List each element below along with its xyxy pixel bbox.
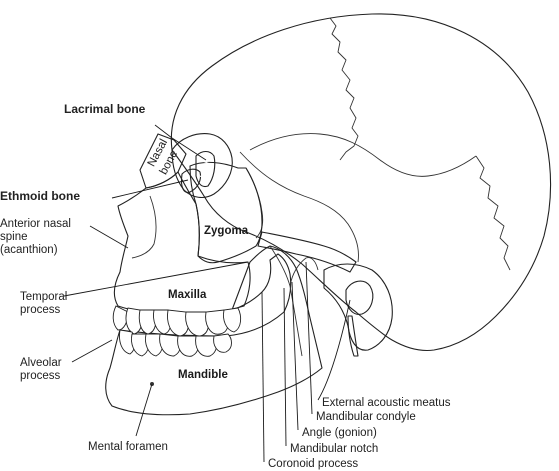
ramus-inner-line bbox=[289, 285, 303, 357]
mastoid-region bbox=[323, 263, 393, 351]
lower-teeth bbox=[119, 329, 232, 357]
label-angle-gonion: Angle (gonion) bbox=[302, 427, 377, 439]
label-zygoma: Zygoma bbox=[204, 225, 249, 237]
label-maxilla: Maxilla bbox=[168, 289, 207, 301]
squamosal-suture bbox=[249, 133, 477, 177]
nasal-aperture bbox=[131, 195, 157, 259]
zygoma-region bbox=[189, 161, 263, 264]
label-mandibular-condyle: Mandibular condyle bbox=[316, 411, 416, 423]
external-acoustic-meatus-ring bbox=[345, 280, 374, 315]
label-temporal-process-1: Temporal bbox=[20, 291, 67, 303]
label-external-acoustic-meatus: External acoustic meatus bbox=[322, 397, 451, 409]
label-lacrimal-bone: Lacrimal bone bbox=[64, 102, 146, 116]
label-alveolar-process-2: process bbox=[20, 370, 61, 382]
label-mandible: Mandible bbox=[178, 369, 228, 381]
styloid-process bbox=[347, 315, 359, 357]
label-alveolar-process-1: Alveolar bbox=[20, 357, 62, 369]
mandible-region bbox=[105, 245, 323, 416]
leader-lines bbox=[63, 124, 351, 463]
label-mandibular-notch: Mandibular notch bbox=[290, 443, 378, 455]
label-ethmoid-bone: Ethmoid bone bbox=[0, 189, 80, 203]
lacrimal-bone bbox=[195, 150, 216, 188]
label-mental-foramen: Mental foramen bbox=[88, 441, 168, 453]
lambdoid-suture bbox=[475, 155, 511, 271]
label-temporal-process-2: process bbox=[20, 304, 61, 316]
label-coronoid-process: Coronoid process bbox=[268, 458, 358, 470]
label-anterior-nasal-spine-1: Anterior nasal bbox=[0, 218, 71, 230]
label-anterior-nasal-spine-3: (acanthion) bbox=[0, 244, 58, 256]
upper-teeth bbox=[112, 305, 242, 337]
label-anterior-nasal-spine-2: spine bbox=[0, 231, 28, 243]
zygomatic-arch bbox=[257, 231, 357, 273]
mandibular-notch-outline bbox=[269, 245, 319, 287]
lacrimal-stripe bbox=[198, 159, 212, 181]
cranium bbox=[170, 13, 552, 352]
coronal-suture bbox=[329, 17, 359, 161]
temporal-fossa-line bbox=[239, 151, 359, 263]
